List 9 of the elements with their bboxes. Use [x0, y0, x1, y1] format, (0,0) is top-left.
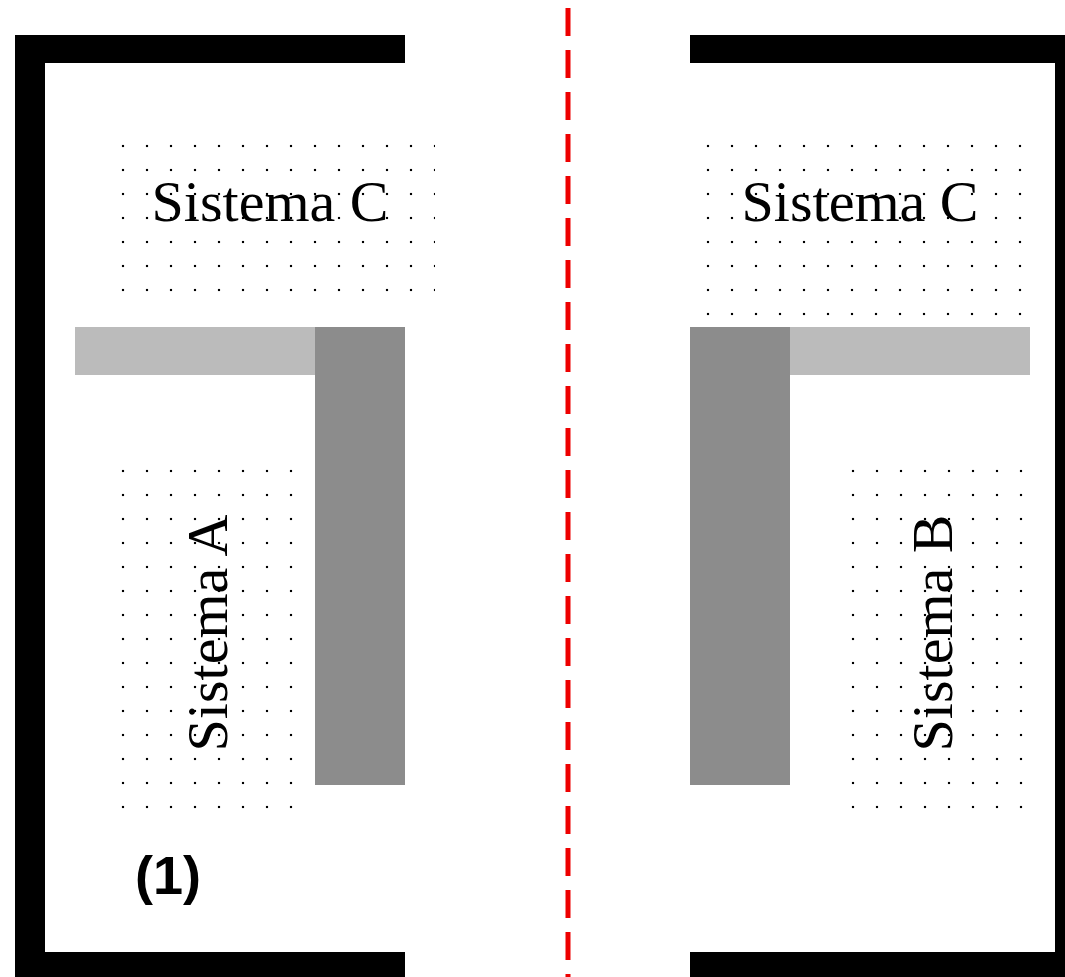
vertical-bar [690, 327, 790, 785]
vertical-bar [315, 327, 405, 785]
panel-frame [690, 35, 1065, 977]
system-label: Sistema A [178, 514, 237, 752]
horizontal-bar [75, 327, 315, 375]
system-label: Sistema B [903, 514, 962, 752]
system-label: Sistema C [740, 173, 980, 231]
horizontal-bar [790, 327, 1030, 375]
system-label: Sistema C [150, 173, 390, 231]
